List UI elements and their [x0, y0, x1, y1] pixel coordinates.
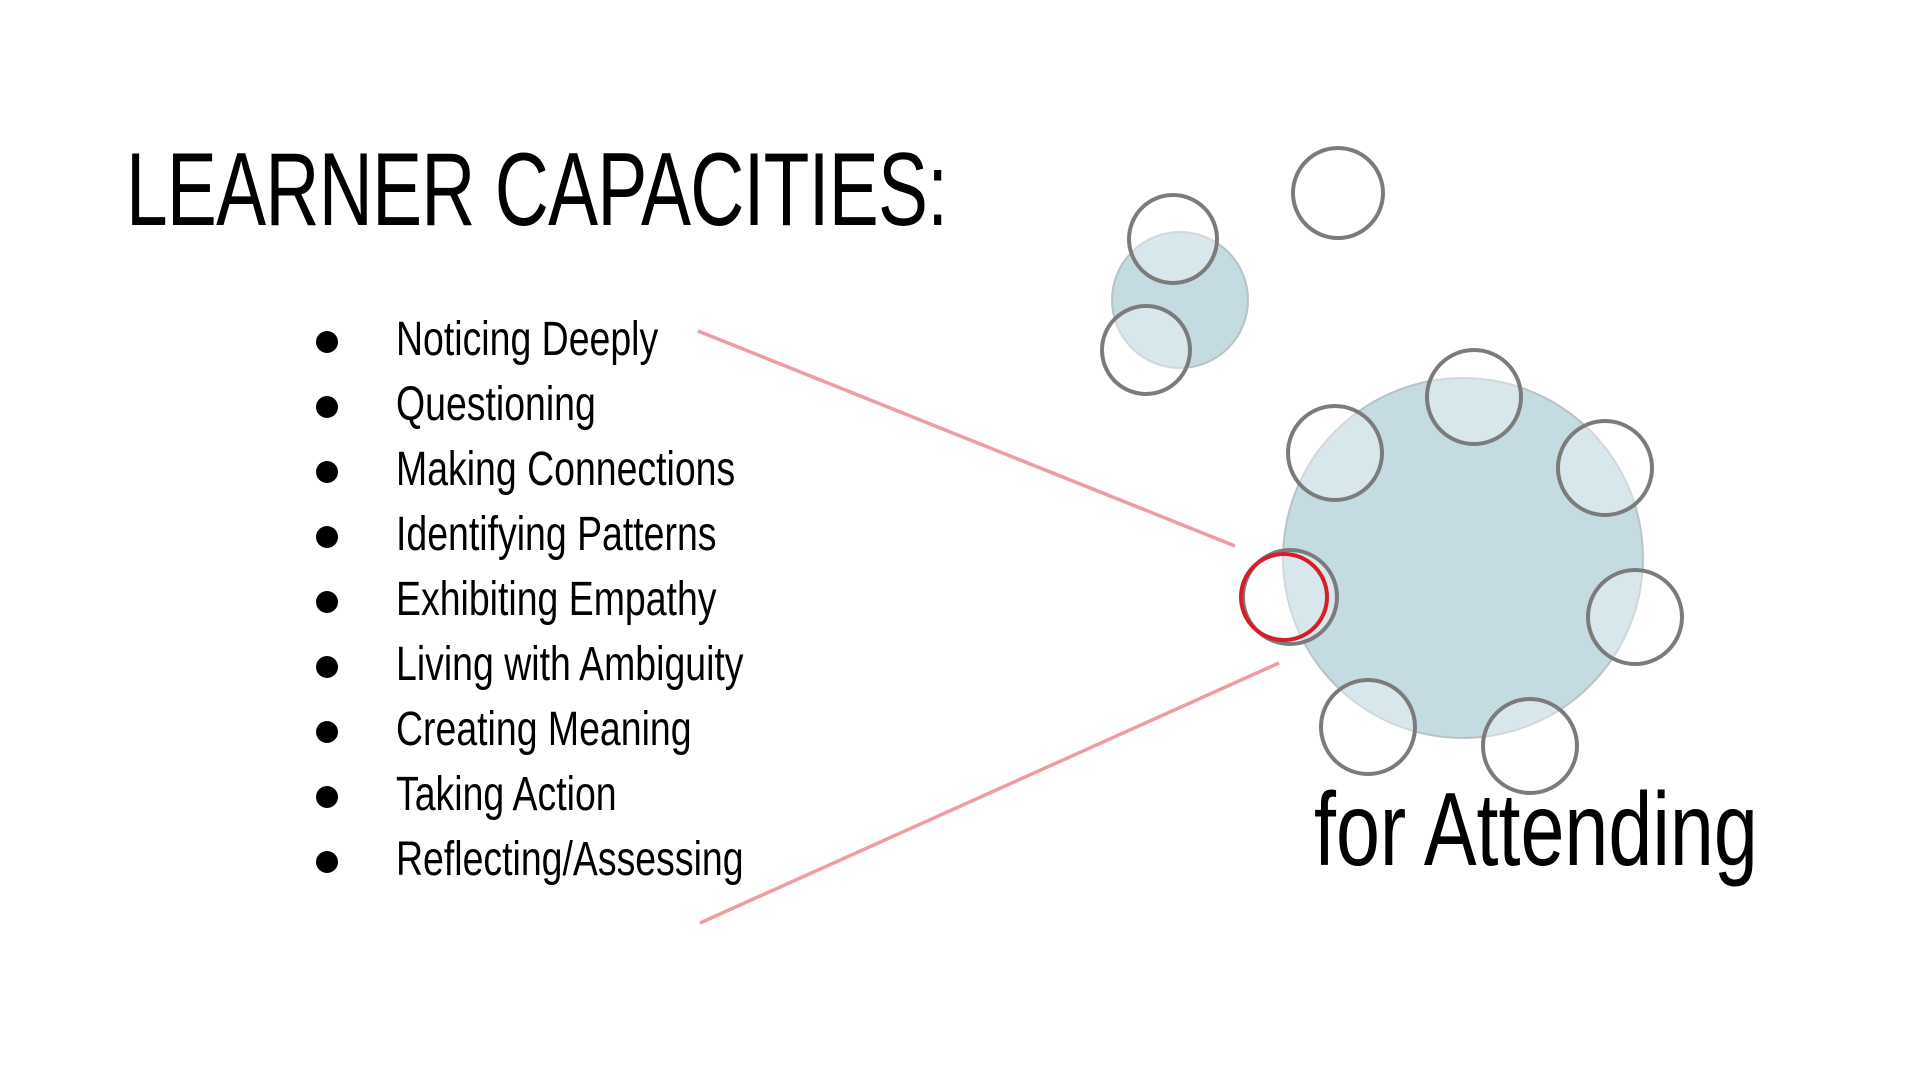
- bullet-icon: [316, 656, 338, 678]
- bullet-icon: [316, 786, 338, 808]
- capacity-label: Taking Action: [396, 768, 617, 821]
- bullet-icon: [316, 331, 338, 353]
- capacity-label: Living with Ambiguity: [396, 638, 744, 691]
- bullet-icon: [316, 526, 338, 548]
- capacity-label: Questioning: [396, 378, 596, 431]
- bullet-icon: [316, 461, 338, 483]
- bullet-icon: [316, 591, 338, 613]
- large-table: [1282, 377, 1644, 739]
- slide-title: LEARNER CAPACITIES:: [126, 132, 948, 248]
- small-seat: [1100, 304, 1192, 396]
- capacity-label: Noticing Deeply: [396, 313, 659, 366]
- large-seat: [1241, 548, 1339, 646]
- lone-seat: [1291, 146, 1385, 240]
- large-seat: [1319, 678, 1417, 776]
- large-seat: [1556, 419, 1654, 517]
- small-seat: [1127, 193, 1219, 285]
- large-seat: [1286, 404, 1384, 502]
- large-seat: [1425, 348, 1523, 446]
- bullet-icon: [316, 851, 338, 873]
- capacity-label: Reflecting/Assessing: [396, 833, 744, 886]
- connector-line-top: [697, 329, 1236, 548]
- highlighted-seat: [1239, 552, 1329, 642]
- capacity-label: Exhibiting Empathy: [396, 573, 717, 626]
- capacity-label: Identifying Patterns: [396, 508, 717, 561]
- bullet-icon: [316, 721, 338, 743]
- capacity-label: Creating Meaning: [396, 703, 692, 756]
- small-table: [1111, 231, 1249, 369]
- connector-line-bottom: [699, 661, 1280, 925]
- capacity-label: Making Connections: [396, 443, 736, 496]
- diagram-caption: for Attending: [1314, 772, 1758, 888]
- large-seat: [1586, 568, 1684, 666]
- bullet-icon: [316, 396, 338, 418]
